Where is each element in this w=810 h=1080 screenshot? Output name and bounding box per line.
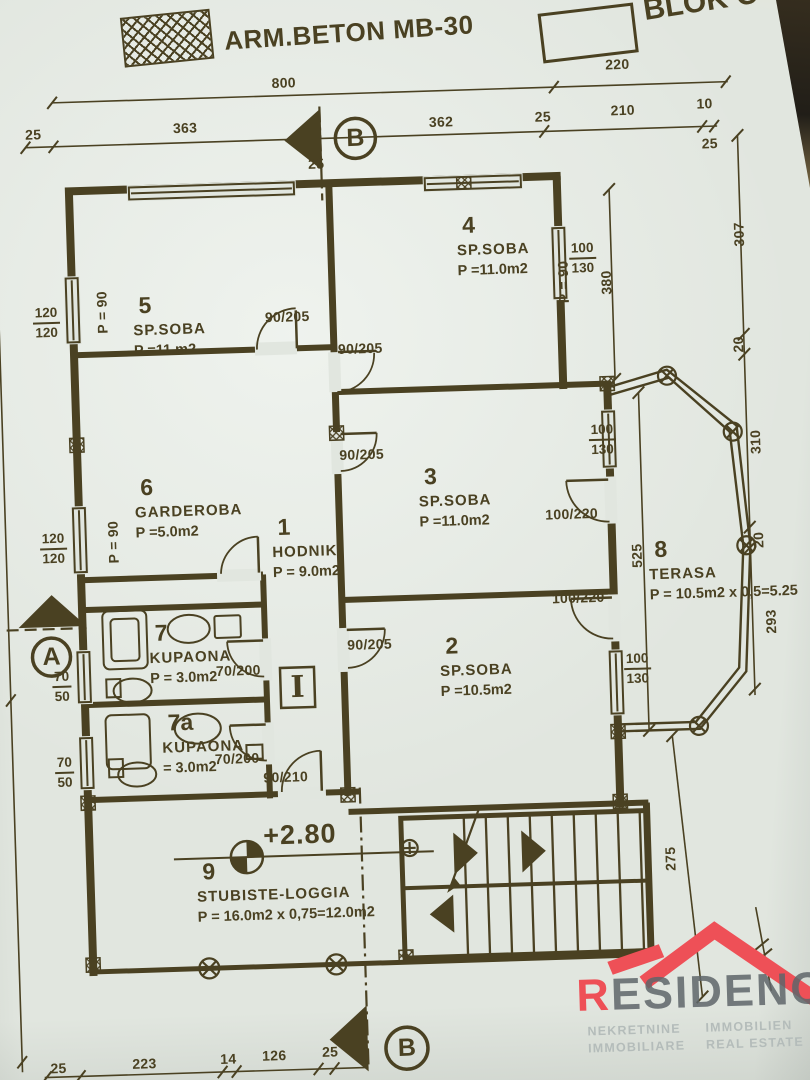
tagline-immobilien: IMMOBILIEN (705, 1018, 793, 1035)
logo-taglines: NEKRETNINE IMMOBILIEN IMMOBILIARE REAL E… (587, 1018, 810, 1055)
logo-letter-r: R (575, 968, 612, 1021)
columns (198, 365, 757, 980)
dimension-ticks (0, 74, 773, 1080)
storey-box (278, 665, 317, 710)
storey-numeral: I (290, 669, 306, 706)
dimension-lines (0, 80, 773, 1079)
level-label: +2.80 (262, 818, 337, 851)
tagline-nekretnine: NEKRETNINE (587, 1021, 681, 1039)
level-marker (173, 839, 434, 875)
stairs (398, 807, 654, 961)
section-marker-a: A (42, 642, 61, 671)
logo-roof-icon (607, 921, 810, 1012)
windows (64, 174, 625, 790)
doors (220, 307, 614, 793)
residence-logo: RESIDENCE (575, 961, 810, 1021)
logo-brand-rest: ESIDENCE (610, 961, 810, 1020)
section-marker-b-top: B (345, 123, 365, 153)
bathroom-fixtures (101, 609, 264, 788)
legend-hatch-swatch (119, 8, 215, 68)
section-marker-b-bottom: B (397, 1033, 417, 1062)
section-markers (6, 106, 430, 1072)
stair-arrows (429, 830, 546, 933)
tagline-realestate: REAL ESTATE (705, 1034, 805, 1052)
